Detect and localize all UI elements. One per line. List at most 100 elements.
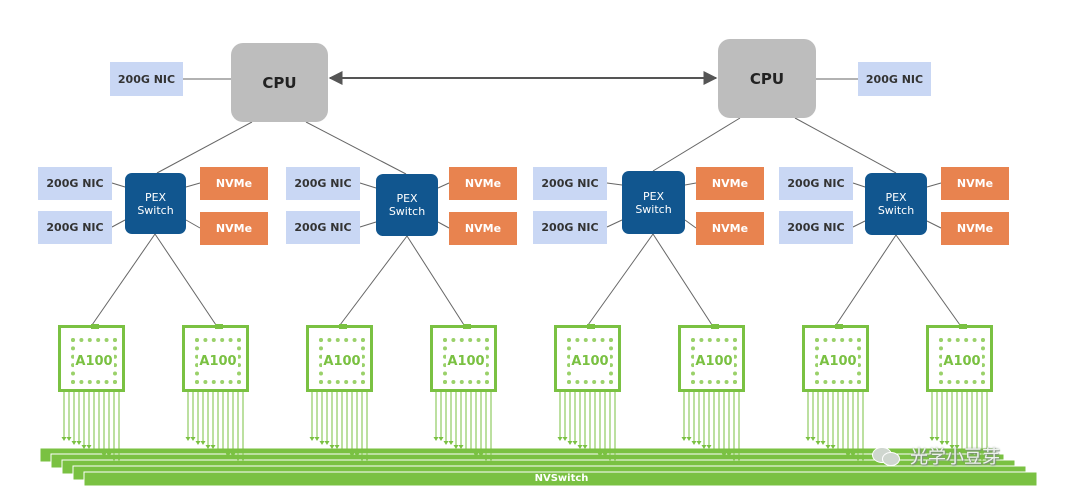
- pex-switch-2-label-top: PEX: [396, 192, 418, 205]
- nvlink-arrowhead: [190, 437, 196, 441]
- nvlink-arrowhead: [934, 437, 940, 441]
- gpu-6-connector: [711, 324, 719, 329]
- nvlink-arrowhead: [959, 449, 965, 453]
- nvlink-arrowhead: [731, 457, 737, 461]
- nvlink-arrowhead: [235, 457, 241, 461]
- nvlink-arrowhead: [354, 453, 360, 457]
- nvlink-arrowhead: [845, 453, 851, 457]
- gpu-8-die: A100: [939, 338, 985, 384]
- pex-nic-top-link: [111, 182, 126, 188]
- pex-3-nic-top: 200G NIC: [533, 167, 607, 200]
- pex-nic-bottom-link: [606, 219, 623, 228]
- nvlink-arrowhead: [984, 457, 990, 461]
- pex-gpu-link: [154, 233, 217, 326]
- pex-3-nic-bottom: 200G NIC: [533, 211, 607, 244]
- nvlink-arrowhead: [825, 445, 831, 449]
- nvlink-arrowhead: [567, 441, 573, 445]
- gpu-a100-7: A100: [802, 324, 869, 392]
- nvlink-arrowhead: [86, 445, 92, 449]
- pex-switch-3-label-bottom: Switch: [635, 202, 672, 216]
- pex-nvme-bottom-link: [185, 219, 201, 229]
- pex-nvme-bottom-link: [437, 221, 450, 229]
- gpu-7-die: A100: [815, 338, 861, 384]
- nvlink-arrowhead: [850, 453, 856, 457]
- pex-2-nic-top: 200G NIC: [286, 167, 360, 200]
- pex-nic-top-link: [852, 182, 866, 188]
- pex-nic-top-link: [359, 182, 377, 189]
- nvlink-arrowhead: [106, 453, 112, 457]
- nvlink-arrowhead: [185, 437, 191, 441]
- pex-switch-1: PEX Switch: [125, 173, 186, 234]
- gpu-2-label: A100: [198, 353, 238, 369]
- nvlink-arrowhead: [319, 441, 325, 445]
- pex-gpu-link: [895, 234, 961, 326]
- nvlink-arrowhead: [215, 449, 221, 453]
- gpu-1-label: A100: [74, 353, 114, 369]
- nvlink-arrowhead: [840, 449, 846, 453]
- nvlink-arrowhead: [701, 445, 707, 449]
- pex-4-nvme-top: NVMe: [941, 167, 1009, 200]
- nvlink-arrowhead: [736, 457, 742, 461]
- nvlink-arrowhead: [949, 445, 955, 449]
- nvlink-arrowhead: [860, 457, 866, 461]
- pex-nvme-top-link: [437, 182, 450, 189]
- cpu1-pex2-link: [305, 121, 407, 175]
- nvlink-arrowhead: [364, 457, 370, 461]
- watermark: 光学小豆芽: [872, 440, 1052, 472]
- pex-4-nic-top: 200G NIC: [779, 167, 853, 200]
- nvlink-arrowhead: [835, 449, 841, 453]
- nvswitch-label: NVSwitch: [534, 473, 589, 484]
- nvlink-arrowhead: [815, 441, 821, 445]
- gpu-2-connector: [215, 324, 223, 329]
- gpu-7-label: A100: [818, 353, 858, 369]
- pex-1-nvme-top: NVMe: [200, 167, 268, 200]
- nvlink-arrowhead: [314, 437, 320, 441]
- nvlink-arrowhead: [954, 445, 960, 449]
- pex-nvme-top-link: [684, 182, 697, 186]
- cpu1-pex1-link: [156, 121, 253, 174]
- nvlink-arrowhead: [691, 441, 697, 445]
- nvlink-arrowhead: [478, 453, 484, 457]
- pex-nic-top-link: [606, 182, 623, 186]
- nvlink-arrowhead: [71, 441, 77, 445]
- pex-switch-4-label-top: PEX: [885, 191, 907, 204]
- nvlink-arrowhead: [334, 445, 340, 449]
- pex-gpu-link: [835, 234, 897, 326]
- nvlink-arrowhead: [309, 437, 315, 441]
- nvlink-arrowhead: [195, 441, 201, 445]
- gpu-a100-1: A100: [58, 324, 125, 392]
- pex-gpu-link: [652, 233, 713, 326]
- pex-gpu-link: [91, 233, 156, 326]
- nvlink-arrowhead: [592, 449, 598, 453]
- nvlink-arrowhead: [453, 445, 459, 449]
- nvlink-arrowhead: [111, 457, 117, 461]
- pex-gpu-link: [587, 233, 654, 326]
- gpu-4-connector: [463, 324, 471, 329]
- cpu-1: CPU: [231, 43, 328, 122]
- nvlink-arrowhead: [61, 437, 67, 441]
- gpu-4-die: A100: [443, 338, 489, 384]
- nvlink-arrowhead: [359, 457, 365, 461]
- pex-switch-4: PEX Switch: [865, 173, 927, 235]
- nvlink-arrowhead: [597, 453, 603, 457]
- nvlink-arrowhead: [562, 437, 568, 441]
- cpu-2-nic: 200G NIC: [858, 62, 931, 96]
- nvlink-arrowhead: [66, 437, 72, 441]
- nvlink-arrowhead: [612, 457, 618, 461]
- nvlink-arrowhead: [473, 453, 479, 457]
- nvlink-arrowhead: [855, 457, 861, 461]
- nvlink-arrowhead: [349, 453, 355, 457]
- nvlink-arrowhead: [577, 445, 583, 449]
- pex-nvme-bottom-link: [684, 219, 697, 229]
- nvlink-arrowhead: [210, 445, 216, 449]
- pex-nic-bottom-link: [111, 219, 126, 228]
- gpu-5-label: A100: [570, 353, 610, 369]
- pex-1-nic-top: 200G NIC: [38, 167, 112, 200]
- cpu-1-nic: 200G NIC: [110, 62, 183, 96]
- nvlink-arrowhead: [220, 449, 226, 453]
- pex-2-nvme-top: NVMe: [449, 167, 517, 200]
- nvlink-arrowhead: [344, 449, 350, 453]
- nvlink-arrowhead: [324, 441, 330, 445]
